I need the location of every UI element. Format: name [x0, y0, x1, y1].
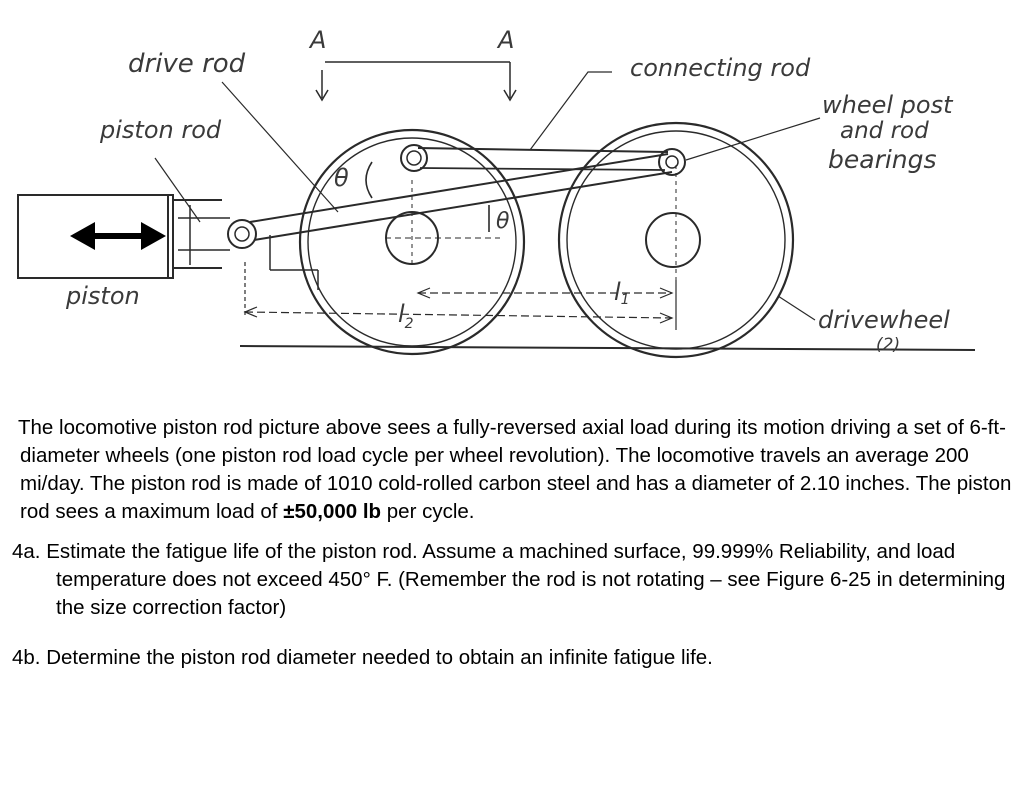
label-drivewheel-count: (2) — [876, 335, 900, 355]
right-drive-wheel — [557, 121, 795, 359]
label-drive-rod: drive rod — [128, 49, 246, 79]
left-wheel-pin — [400, 144, 428, 172]
label-wheel-post-line1: wheel post — [822, 91, 954, 119]
question-4b-text: Determine the piston rod diameter needed… — [46, 646, 713, 669]
question-4b-label: 4b. — [12, 646, 41, 669]
locomotive-piston-diagram: drive rod piston rod piston A A connecti… — [17, 26, 976, 359]
label-l1: l1 — [614, 278, 630, 308]
label-wheel-post-line3: bearings — [828, 145, 937, 174]
dimension-l1 — [416, 280, 677, 330]
reciprocating-motion-arrow — [70, 222, 166, 250]
ground-line — [239, 345, 976, 351]
label-theta-right: θ — [496, 209, 510, 234]
question-4b: 4b. Determine the piston rod diameter ne… — [12, 644, 1012, 672]
label-wheel-post-line2: and rod — [840, 118, 929, 144]
question-4a-label: 4a. — [12, 540, 41, 563]
problem-intro: The locomotive piston rod picture above … — [18, 416, 1012, 523]
connecting-rod — [417, 147, 669, 171]
max-load-value: ±50,000 lb — [283, 500, 382, 523]
problem-statement: The locomotive piston rod picture above … — [12, 414, 1012, 672]
question-4a-text: Estimate the fatigue life of the piston … — [46, 540, 1006, 619]
drive-rod-leader — [221, 81, 339, 213]
connecting-rod-leader — [529, 71, 612, 151]
drive-rod — [249, 153, 673, 241]
label-connecting-rod: connecting rod — [630, 54, 811, 82]
section-a-a-marker — [315, 61, 517, 102]
label-piston: piston — [65, 282, 140, 310]
wheel-post-leader — [685, 117, 821, 161]
left-drive-wheel — [298, 128, 526, 356]
piston-cylinder — [17, 194, 319, 290]
piston-rod-leader — [154, 157, 201, 223]
right-wheel-pin — [658, 148, 686, 176]
label-l2: l2 — [398, 300, 414, 332]
label-section-a-left: A — [308, 26, 326, 54]
theta-arc-left — [365, 161, 373, 199]
label-section-a-right: A — [496, 26, 514, 54]
label-piston-rod: piston rod — [99, 116, 222, 144]
dimension-l2 — [243, 262, 674, 324]
crosshead-pin — [227, 219, 257, 249]
label-drivewheel: drivewheel — [818, 306, 950, 334]
drivewheel-leader — [777, 295, 816, 321]
question-4a: 4a. Estimate the fatigue life of the pis… — [12, 538, 1012, 622]
label-theta-left: θ — [334, 164, 349, 192]
